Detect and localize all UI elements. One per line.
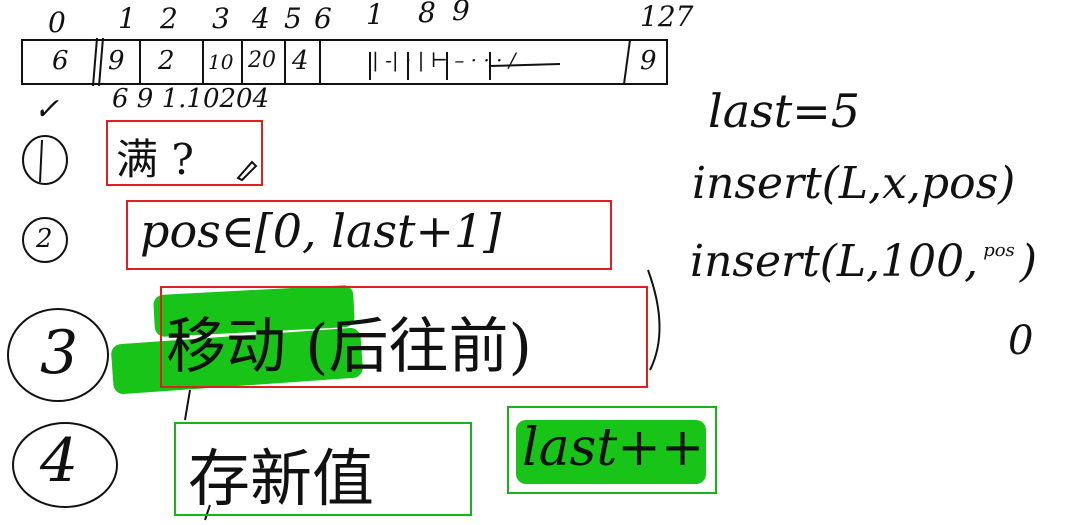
index-127: 127 bbox=[640, 0, 694, 33]
last-increment-box bbox=[507, 406, 717, 494]
step-3-box bbox=[160, 286, 648, 388]
index-6: 6 bbox=[314, 2, 332, 35]
step-2-number: 2 bbox=[36, 224, 53, 254]
last-increment-text: last++ bbox=[522, 418, 705, 478]
check-mark: ✓ bbox=[34, 92, 60, 127]
cell-last: 9 bbox=[640, 46, 657, 76]
index-7: 1 bbox=[366, 0, 384, 31]
index-1: 1 bbox=[118, 2, 136, 35]
index-5: 5 bbox=[284, 2, 302, 35]
step-4-number: 4 bbox=[40, 426, 79, 496]
index-0: 0 bbox=[48, 6, 66, 39]
note-last: last=5 bbox=[708, 84, 861, 138]
cell-3: 10 bbox=[208, 50, 234, 74]
last-increment-highlight bbox=[516, 420, 706, 484]
cell-dots: | -| · | ⊢ – · · · / bbox=[372, 48, 516, 72]
cell-0: 6 bbox=[52, 46, 69, 76]
step-2-box bbox=[126, 200, 612, 270]
cell-4: 20 bbox=[248, 48, 276, 73]
step-4-box bbox=[174, 422, 472, 516]
note-insert-2: insert(L,100, pos ) bbox=[690, 236, 1037, 287]
note-insert-2-tail: ) bbox=[1019, 236, 1038, 287]
cell-5: 4 bbox=[292, 46, 309, 76]
cell-2: 2 bbox=[158, 46, 175, 76]
index-2: 2 bbox=[160, 2, 178, 35]
step-4-text: 存新值 bbox=[188, 442, 375, 515]
step-3-number: 3 bbox=[40, 318, 79, 388]
note-insert-2-head: insert(L,100, bbox=[690, 236, 979, 287]
step-3-text: 移动 (后往前) bbox=[166, 312, 532, 382]
index-4: 4 bbox=[252, 2, 270, 35]
below-row-values: 6 9 1.10204 bbox=[112, 84, 270, 114]
index-3: 3 bbox=[212, 2, 230, 35]
index-9: 9 bbox=[452, 0, 470, 27]
index-8: 8 bbox=[418, 0, 436, 29]
note-insert-2-zero: 0 bbox=[1008, 318, 1034, 364]
step-1-text: 满 ? bbox=[116, 135, 194, 184]
step-1-number: 1 bbox=[36, 142, 53, 172]
note-insert-2-pos: pos bbox=[983, 240, 1015, 261]
note-insert-1: insert(L,x,pos) bbox=[692, 158, 1016, 209]
step-1-box bbox=[106, 120, 263, 186]
step-2-text: pos∈[0, last+1] bbox=[140, 204, 502, 258]
cell-1: 9 bbox=[108, 46, 125, 76]
